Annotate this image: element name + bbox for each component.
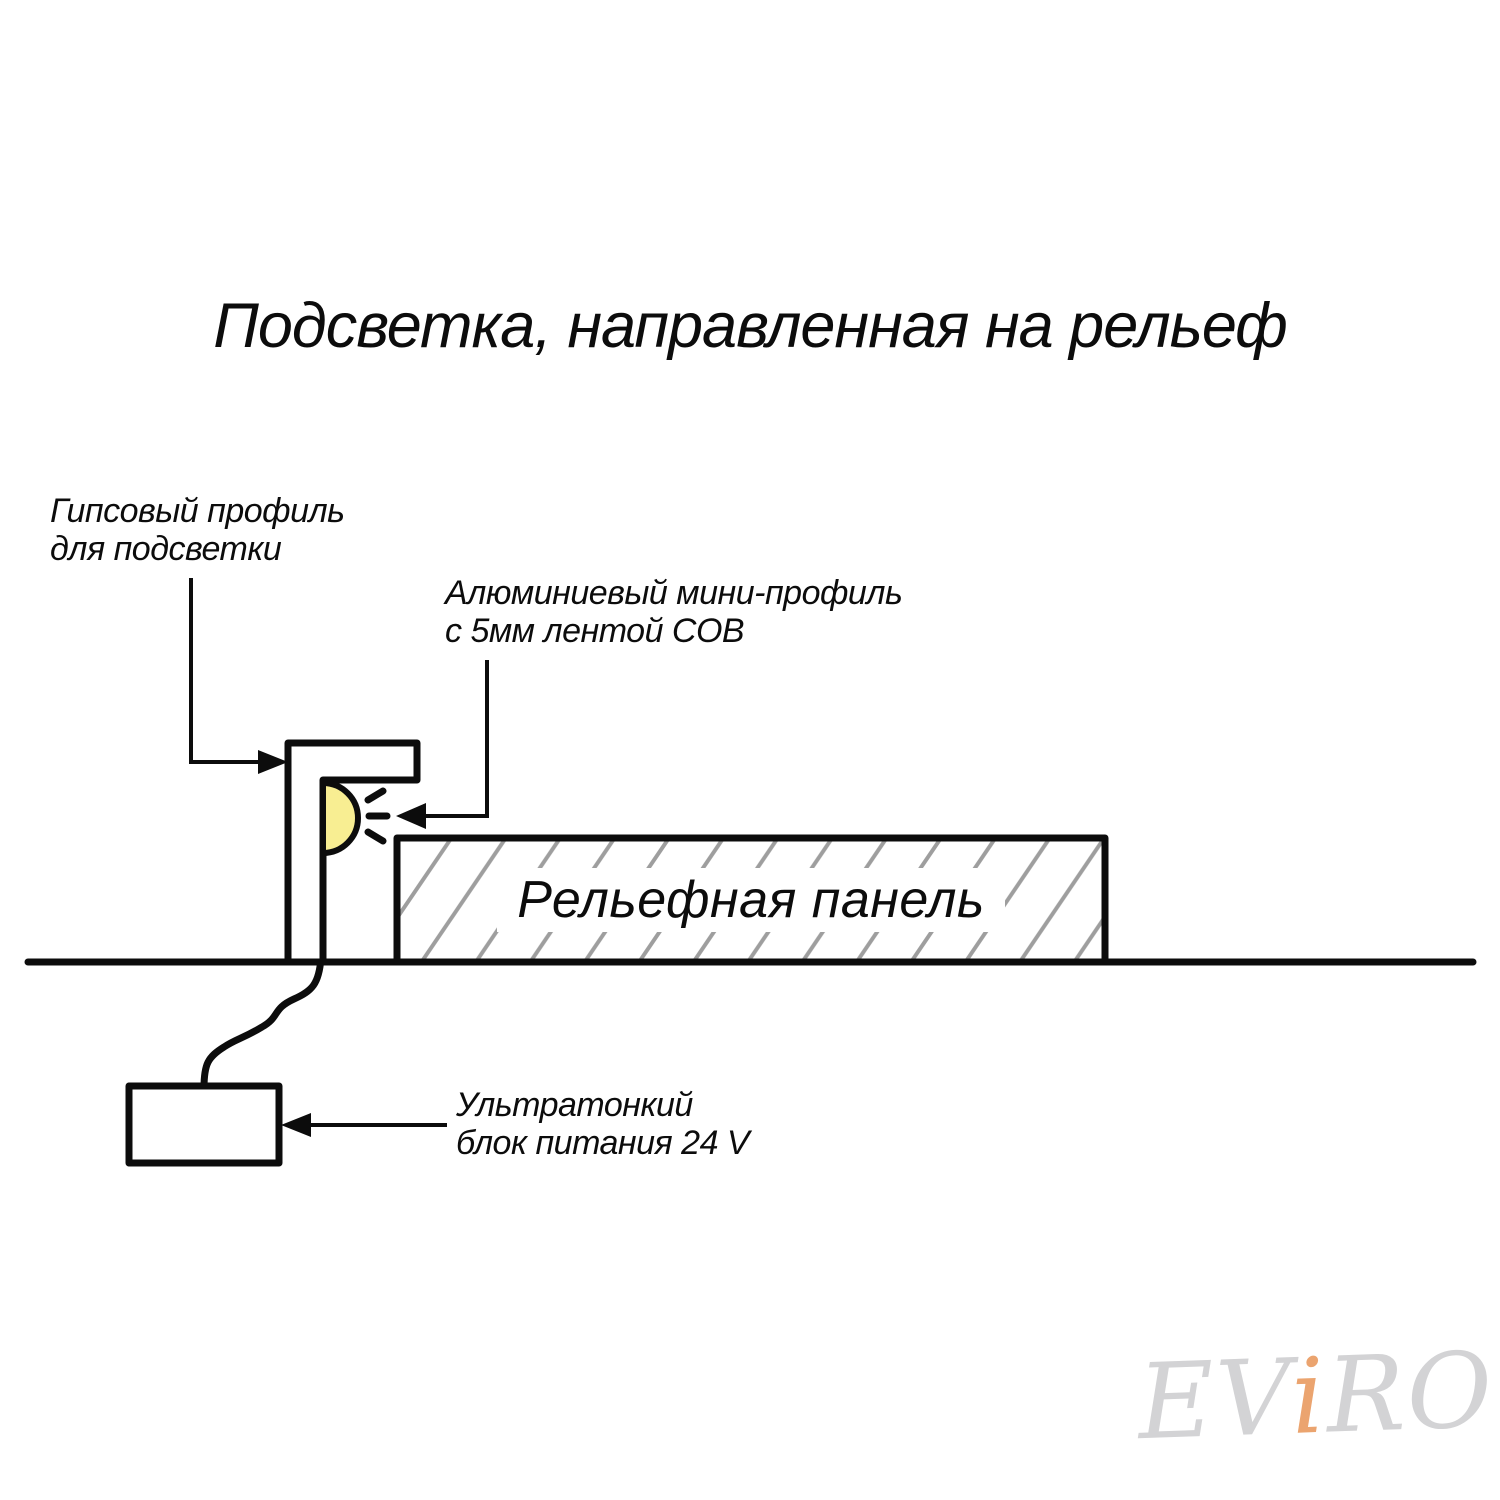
label-psu: Ультратонкий блок питания 24 V xyxy=(456,1086,750,1162)
label-gypsum-line1: Гипсовый профиль xyxy=(50,492,345,530)
arrow-right-icon xyxy=(258,750,288,774)
leader-arrow-psu xyxy=(281,1113,447,1137)
label-aluminum-profile: Алюминиевый мини-профиль с 5мм лентой CO… xyxy=(445,574,903,650)
light-rays-icon xyxy=(364,787,391,845)
watermark-part1: EV xyxy=(1135,1335,1294,1464)
relief-panel-label-area: Рельефная панель xyxy=(397,838,1105,962)
leader-arrow-gypsum xyxy=(189,578,288,774)
label-aluminum-line2: с 5мм лентой COB xyxy=(445,612,745,650)
arrow-left-icon xyxy=(396,803,426,829)
relief-panel-label: Рельефная панель xyxy=(497,868,1005,932)
label-psu-line1: Ультратонкий xyxy=(456,1086,693,1124)
power-wire xyxy=(200,954,325,1092)
psu-box-shape xyxy=(125,1082,283,1167)
label-gypsum-line2: для подсветки xyxy=(50,530,282,568)
label-gypsum-profile: Гипсовый профиль для подсветки xyxy=(50,492,345,568)
leader-arrow-aluminum xyxy=(396,660,489,829)
led-light-semicircle xyxy=(320,780,361,856)
watermark-part2: RO xyxy=(1324,1328,1497,1457)
label-aluminum-line1: Алюминиевый мини-профиль xyxy=(445,574,903,612)
watermark-accent: i xyxy=(1289,1334,1329,1458)
brand-watermark: EViRO xyxy=(1136,1329,1496,1463)
label-psu-line2: блок питания 24 V xyxy=(456,1124,750,1162)
arrow-left-icon xyxy=(281,1113,311,1137)
diagram-title: Подсветка, направленная на рельеф xyxy=(213,291,1288,361)
